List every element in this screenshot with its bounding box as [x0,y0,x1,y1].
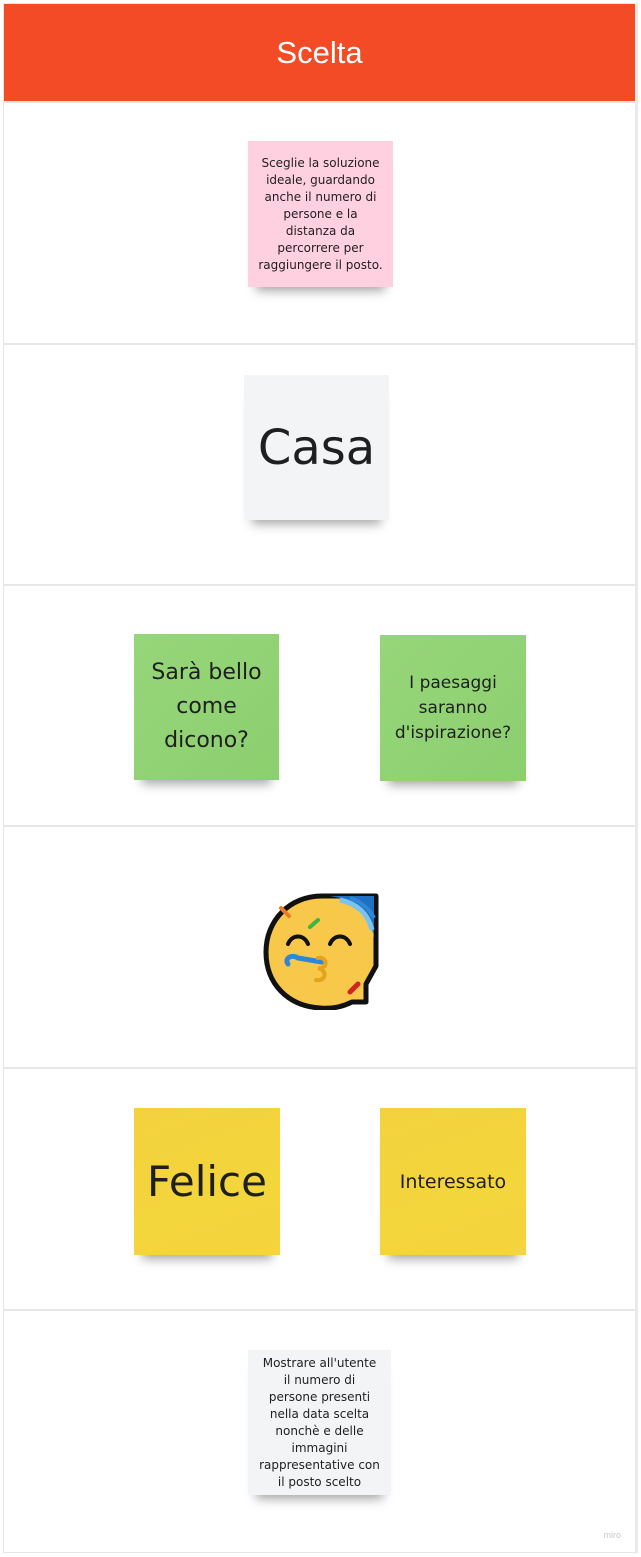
row-divider [4,1067,635,1069]
emotion-sticky-note-1[interactable]: Felice [134,1108,280,1255]
emotion-note-text: Interessato [399,1170,507,1193]
thought-note-text: Sarà bello come dicono? [151,660,262,753]
task-sticky-note[interactable]: Sceglie la soluzione ideale, guardando a… [248,141,393,287]
emotion-note-text: Felice [147,1157,267,1206]
thought-sticky-note-1[interactable]: Sarà bello come dicono? [134,634,279,780]
row-divider [4,825,635,827]
thought-note-text: I paesaggi saranno d'ispirazione? [394,672,512,743]
place-note-text: Casa [257,419,376,476]
opportunity-sticky-note[interactable]: Mostrare all'utente il numero di persone… [248,1350,391,1495]
place-sticky-note[interactable]: Casa [244,375,389,520]
column-title: Scelta [276,34,363,70]
row-divider [4,1309,635,1311]
watermark: miro [603,1530,622,1540]
task-note-text: Sceglie la soluzione ideale, guardando a… [258,155,383,272]
emotion-sticky-note-2[interactable]: Interessato [380,1108,526,1255]
opportunity-note-text: Mostrare all'utente il numero di persone… [259,1355,380,1489]
row-divider [4,343,635,345]
row-divider [4,584,635,586]
column-header: Scelta [4,4,635,103]
thought-sticky-note-2[interactable]: I paesaggi saranno d'ispirazione? [380,635,526,781]
party-face-icon[interactable] [262,892,382,1010]
journey-column: Scelta Sceglie la soluzione ideale, guar… [3,3,638,1553]
